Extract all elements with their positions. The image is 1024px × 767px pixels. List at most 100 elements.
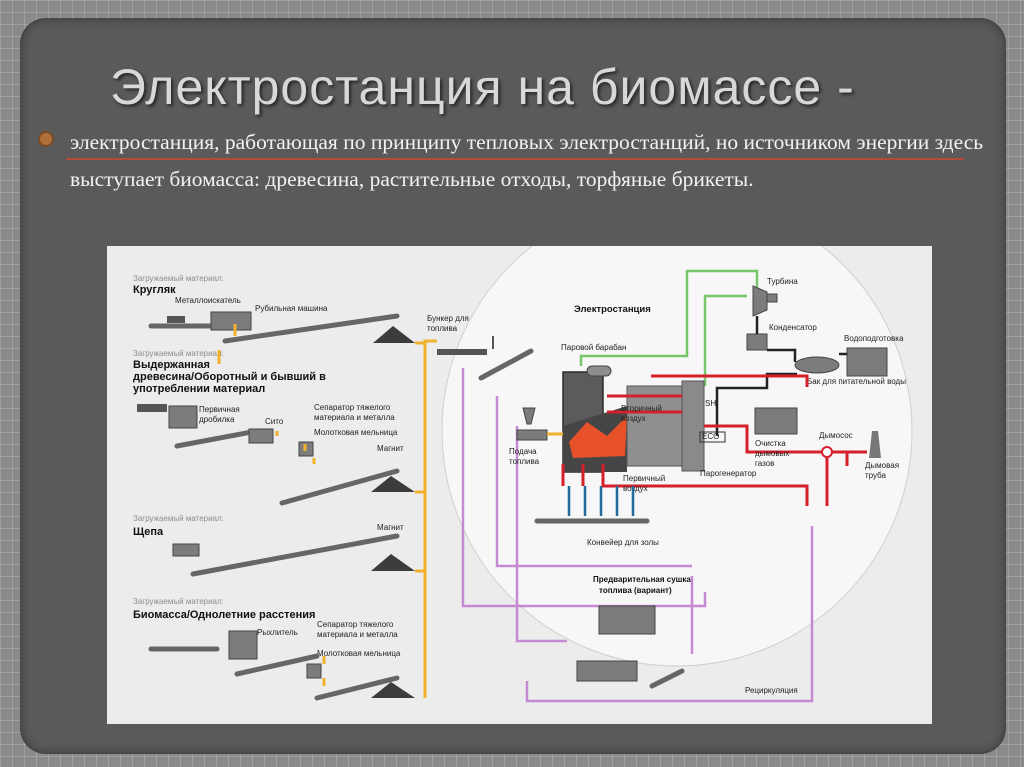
chip-pile-3	[371, 554, 415, 571]
section2-caption: Загружаемый материал:	[133, 349, 224, 358]
fuel-feed-hopper-icon	[522, 407, 536, 425]
flue-gas-line-top	[651, 374, 809, 387]
crusher-conveyor	[174, 428, 260, 449]
steam-line-sh	[703, 294, 747, 386]
bunker-conveyor	[478, 348, 534, 381]
slide-title: Электростанция на биомассе -	[110, 59, 855, 115]
description-underline	[66, 158, 964, 160]
section1-caption: Загружаемый материал:	[133, 274, 224, 283]
chimney-label-1: Дымовая	[865, 461, 899, 470]
chimney-label-2: труба	[865, 471, 887, 480]
section2-name-line1: Выдержанная	[133, 359, 210, 371]
ripper-label: Рыхлитель	[257, 628, 298, 637]
secondary-air-line	[607, 394, 682, 414]
biomass-plant-diagram: Загружаемый материал: Кругляк Металлоиск…	[107, 246, 932, 724]
section1-name: Кругляк	[133, 284, 176, 296]
crusher-icon	[168, 405, 198, 429]
ash-lines	[567, 486, 635, 516]
bunker-icon	[437, 349, 487, 355]
chips-icon	[172, 543, 200, 557]
turbine-label: Турбина	[767, 277, 798, 286]
secondary-air-label-1: Вторичный	[621, 404, 662, 413]
water-lines	[715, 316, 847, 436]
sieve-label: Сито	[265, 417, 284, 426]
gas-cleaning-label-3: газов	[755, 459, 774, 468]
feedwater-tank-label: Бак для питательной воды	[807, 377, 906, 386]
recirculation-label: Рециркуляция	[745, 686, 798, 695]
metal-detector-label: Металлоискатель	[175, 296, 241, 305]
chimney-icon	[869, 431, 881, 458]
recirculation-line-b	[495, 396, 692, 568]
fuel-feed-lines	[415, 341, 425, 573]
slide-description: электростанция, работающая по принципу т…	[70, 130, 984, 191]
section4-name: Биомасса/Однолетние расстения	[133, 609, 315, 621]
separator2-label-2: материала и металла	[317, 630, 398, 639]
recirculation-line-a	[461, 368, 707, 608]
bullet-icon	[38, 131, 54, 147]
pre-drying-label-2: топлива (вариант)	[599, 586, 672, 595]
magnet2-label: Магнит	[377, 523, 404, 532]
logs-icon	[167, 316, 185, 323]
scrap-wood-icon	[137, 404, 167, 412]
section2-name-line2: древесина/Оборотный и бывший в	[133, 371, 326, 383]
sieve-icon	[248, 428, 274, 444]
steam-drum-icon	[586, 365, 612, 377]
primary-air-label-1: Первичный	[623, 474, 665, 483]
fuel-line-a	[217, 324, 237, 364]
recirculation-line-c	[515, 426, 567, 643]
primary-air-label-2: воздух	[623, 484, 648, 493]
chip-pile-4	[371, 682, 415, 698]
water-treatment-icon	[846, 347, 888, 377]
eco-box	[699, 431, 726, 443]
separator1-label-2: материала и металла	[314, 413, 395, 422]
section4-caption: Загружаемый материал:	[133, 597, 224, 606]
recirculation-line-d	[525, 526, 814, 703]
primary-crusher-label-1: Первичная	[199, 405, 240, 414]
chip-conveyor-1	[222, 313, 400, 344]
bunker-label-1: Бункер для	[427, 314, 469, 323]
secondary-air-label-2: воздух	[621, 414, 646, 423]
gas-cleaning-label-2: дымовых	[755, 449, 789, 458]
magnet1-label: Магнит	[377, 444, 404, 453]
fuel-trunk-line	[423, 339, 437, 698]
primary-crusher-label-2: дробилка	[199, 415, 235, 424]
steam-generator-icon	[681, 380, 705, 472]
chip-pile-1	[373, 326, 415, 343]
fuel-line-b	[275, 431, 316, 464]
separator2-label-1: Сепаратор тяжелого	[317, 620, 394, 629]
chipper-icon	[210, 311, 252, 331]
gas-cleaning-label-1: Очистка	[755, 439, 786, 448]
hammer-mill1-label: Молотковая мельница	[314, 428, 398, 437]
fuel-feed-label-2: топлива	[509, 457, 540, 466]
steam-line-main	[579, 269, 759, 366]
diagram-svg: Загружаемый материал: Кругляк Металлоиск…	[133, 246, 913, 703]
chip-conveyor-2	[190, 533, 400, 577]
condenser-icon	[746, 333, 768, 351]
fuel-feed-icon	[516, 429, 548, 441]
ash-conveyor-label: Конвейер для золы	[587, 538, 659, 547]
water-treatment-label: Водоподготовка	[844, 334, 904, 343]
ripper-icon	[228, 630, 258, 660]
primary-air-line	[561, 464, 809, 506]
steam-generator-label: Парогенератор	[700, 469, 757, 478]
mill-conveyor-2	[314, 675, 400, 701]
dryer-drum-icon	[576, 660, 638, 682]
section3-name: Щепа	[133, 526, 164, 538]
ripper-conveyor	[234, 653, 320, 677]
boiler-body	[626, 385, 688, 467]
section3-caption: Загружаемый материал:	[133, 514, 224, 523]
separator1-label-1: Сепаратор тяжелого	[314, 403, 391, 412]
chipper-label: Рубильная машина	[255, 304, 328, 313]
gas-cleaning-icon	[754, 407, 798, 435]
dryer-conveyor	[649, 668, 685, 689]
condenser-label: Конденсатор	[769, 323, 817, 332]
chip-pile-2	[371, 476, 415, 492]
mill-conveyor-1	[279, 468, 400, 506]
fuel-feed-label-1: Подача	[509, 447, 537, 456]
pre-drying-label-1: Предварительная сушка	[593, 575, 691, 584]
pre-drying-icon	[598, 605, 656, 635]
bunker-label-2: топлива	[427, 324, 458, 333]
sh-label: SH	[705, 399, 716, 408]
generator-icon	[766, 293, 778, 303]
turbine-icon	[752, 285, 768, 317]
